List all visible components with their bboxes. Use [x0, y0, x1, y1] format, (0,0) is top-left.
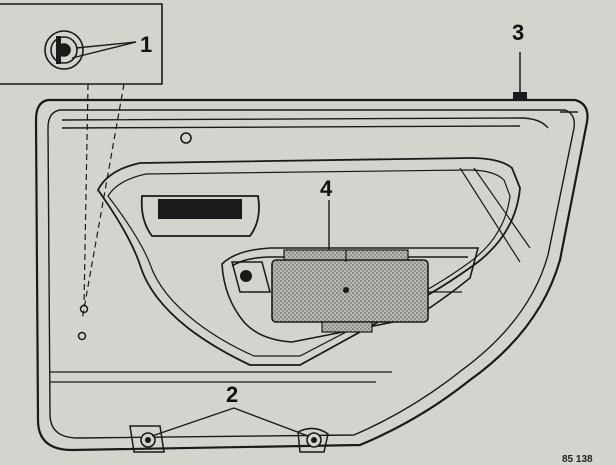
callout-3: 3	[512, 20, 524, 45]
handle-socket	[231, 261, 271, 293]
door-trim-panel	[34, 98, 589, 452]
callout-2: 2	[226, 382, 238, 407]
figure-code: 85 138	[562, 454, 593, 465]
callout-4: 4	[320, 176, 333, 201]
dashed-guides	[81, 83, 125, 321]
upper-trim-strip	[61, 111, 578, 129]
bottom-screw-right	[297, 427, 329, 453]
detail-inset	[0, 3, 163, 85]
screw-hole-left-upper	[79, 304, 89, 314]
leader-1	[71, 41, 137, 59]
lock-knob	[513, 52, 527, 101]
speaker-cover	[271, 249, 462, 333]
leader-2	[151, 407, 309, 437]
callout-1: 1	[140, 32, 152, 57]
door-pull-handle	[140, 195, 260, 237]
clip-fastener-detail	[44, 30, 84, 70]
bottom-screw-left	[129, 425, 165, 453]
screw-hole-left-lower	[77, 331, 87, 341]
lower-trim-strip	[50, 371, 392, 383]
screw-hole-top	[180, 132, 192, 144]
